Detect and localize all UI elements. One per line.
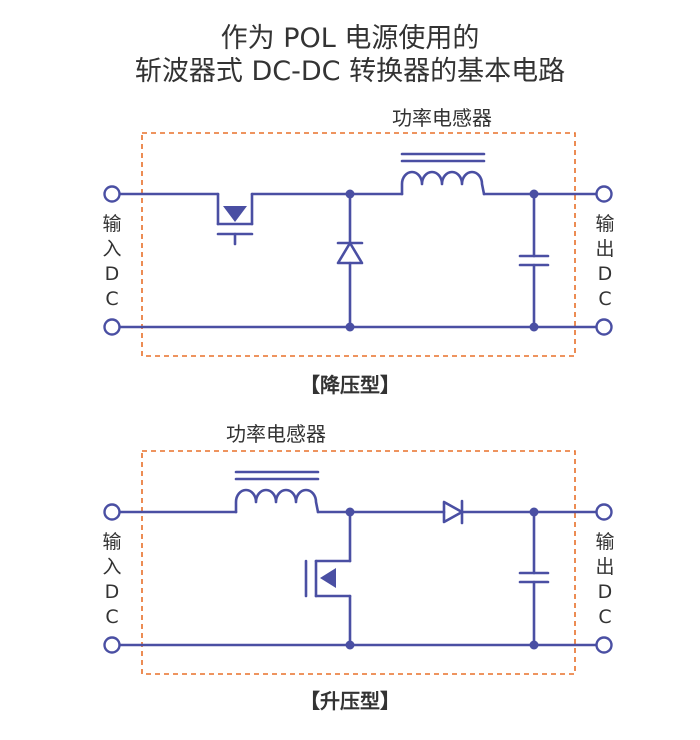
boost-output-label-char: 输 bbox=[595, 531, 614, 553]
buck-inductor-label: 功率电感器 bbox=[392, 106, 492, 130]
buck-junction-dot bbox=[529, 322, 539, 332]
boost-junction-dot bbox=[529, 640, 539, 650]
buck-converter-circuit: 功率电感器 bbox=[102, 106, 614, 397]
boost-module-frame bbox=[141, 450, 576, 675]
boost-output-capacitor bbox=[518, 510, 550, 647]
buck-output-terminal-negative bbox=[595, 318, 613, 336]
boost-input-label-char: 输 bbox=[102, 531, 121, 553]
buck-input-terminal-negative bbox=[103, 318, 121, 336]
buck-output-label-char: 出 bbox=[595, 238, 614, 260]
buck-junction-dot bbox=[529, 189, 539, 199]
buck-input-label: 输 入 D C bbox=[102, 213, 121, 310]
buck-diode bbox=[336, 192, 364, 329]
boost-output-label-char: C bbox=[598, 606, 611, 628]
boost-input-label: 输 入 D C bbox=[102, 531, 121, 628]
boost-caption: 【升压型】 bbox=[300, 689, 400, 713]
boost-junction-dot bbox=[345, 507, 355, 517]
title-line-2: 斩波器式 DC-DC 转换器的基本电路 bbox=[134, 56, 566, 87]
boost-power-inductor bbox=[234, 470, 320, 514]
buck-caption: 【降压型】 bbox=[300, 373, 400, 397]
buck-input-terminal-positive bbox=[103, 185, 121, 203]
buck-junction-dot bbox=[345, 322, 355, 332]
title-line-1: 作为 POL 电源使用的 bbox=[220, 23, 480, 54]
boost-input-terminal-positive bbox=[103, 503, 121, 521]
buck-input-label-char: C bbox=[105, 288, 118, 310]
boost-mosfet-switch bbox=[304, 510, 352, 647]
buck-junction-dot bbox=[345, 189, 355, 199]
buck-output-terminal-positive bbox=[595, 185, 613, 203]
boost-junction-dot bbox=[529, 507, 539, 517]
boost-output-label-char: 出 bbox=[595, 556, 614, 578]
buck-output-label-char: C bbox=[598, 288, 611, 310]
buck-output-label: 输 出 D C bbox=[595, 213, 614, 310]
buck-input-label-char: D bbox=[105, 263, 120, 285]
buck-output-label-char: 输 bbox=[595, 213, 614, 235]
buck-output-label-char: D bbox=[598, 263, 613, 285]
boost-output-terminal-positive bbox=[595, 503, 613, 521]
boost-input-terminal-negative bbox=[103, 636, 121, 654]
buck-power-inductor bbox=[400, 152, 486, 196]
boost-diode bbox=[442, 499, 464, 525]
buck-mosfet-switch bbox=[216, 192, 254, 246]
buck-input-label-char: 入 bbox=[102, 238, 121, 260]
boost-output-terminal-negative bbox=[595, 636, 613, 654]
boost-input-label-char: C bbox=[105, 606, 118, 628]
boost-input-label-char: 入 bbox=[102, 556, 121, 578]
buck-input-label-char: 输 bbox=[102, 213, 121, 235]
boost-input-label-char: D bbox=[105, 581, 120, 603]
diagram-title: 作为 POL 电源使用的 斩波器式 DC-DC 转换器的基本电路 bbox=[0, 22, 700, 88]
buck-output-capacitor bbox=[518, 192, 550, 329]
boost-inductor-label: 功率电感器 bbox=[226, 422, 326, 446]
boost-converter-circuit: 功率电感器 bbox=[102, 422, 614, 713]
boost-junction-dot bbox=[345, 640, 355, 650]
buck-module-frame bbox=[141, 132, 576, 357]
boost-output-label-char: D bbox=[598, 581, 613, 603]
boost-output-label: 输 出 D C bbox=[595, 531, 614, 628]
